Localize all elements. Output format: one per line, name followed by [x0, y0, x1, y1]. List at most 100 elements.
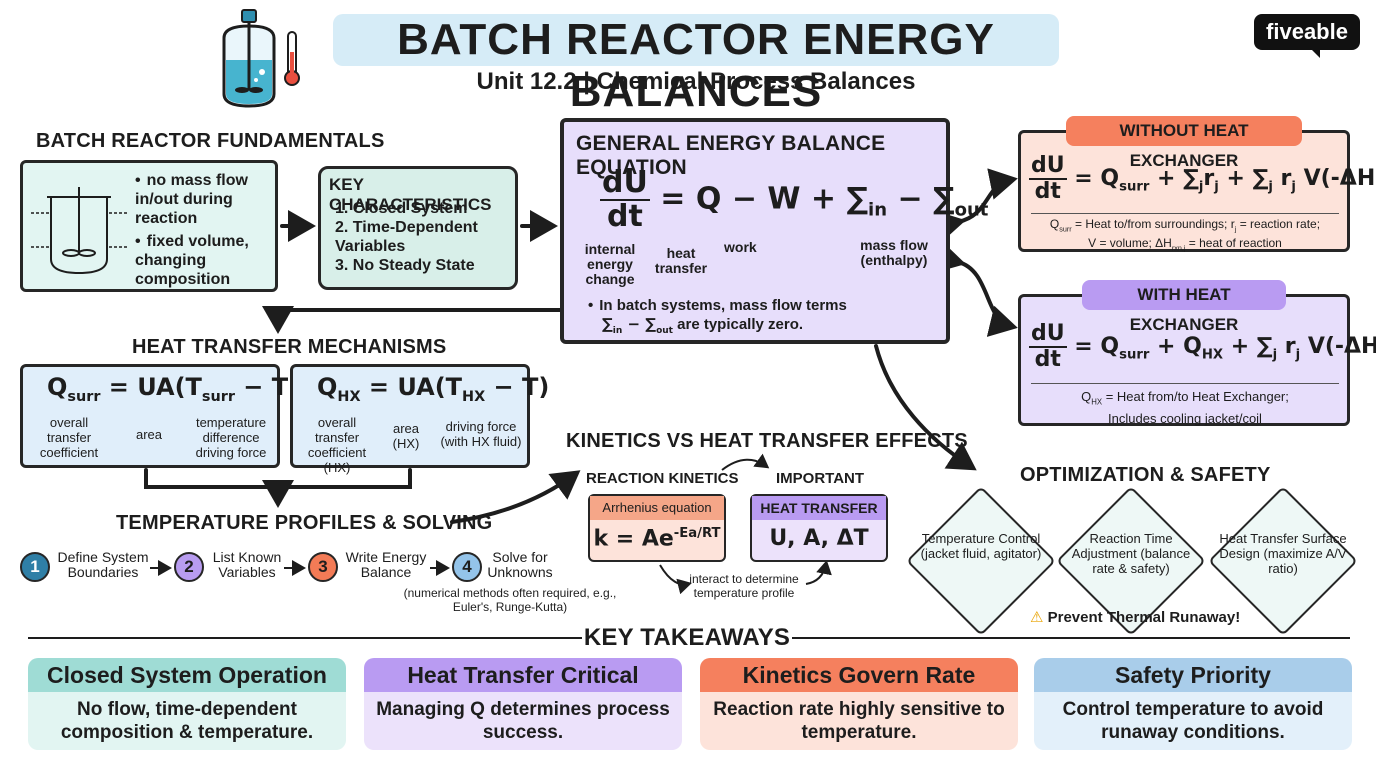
kinetics-right-label: IMPORTANT [776, 470, 865, 487]
warning-icon: ⚠ [1030, 609, 1044, 626]
key-item-1: 1. Closed System [335, 200, 468, 217]
reactor-thermometer-icon [222, 9, 300, 108]
step-2-label: List Known Variables [212, 549, 282, 580]
key-characteristics-box: KEY CHARACTERISTICS 1. Closed System 2. … [318, 166, 518, 290]
step-2-number: 2 [174, 552, 204, 582]
with-hx-note: QHX = Heat from/to Heat Exchanger; Inclu… [1025, 389, 1345, 427]
warning-text: Prevent Thermal Runaway! [1047, 609, 1241, 626]
q-surr-label-temp: temperature difference driving force [195, 415, 267, 460]
q-surr-label-area: area [135, 427, 163, 442]
label-mass-flow: mass flow (enthalpy) [860, 237, 928, 268]
page-subtitle: Unit 12.2 | Chemical Process Balances [476, 68, 916, 95]
kinetics-left-label: REACTION KINETICS [586, 470, 739, 487]
arrow-eq-without-hx [935, 168, 1018, 242]
arrow-eq-to-heat [262, 306, 562, 334]
without-hx-note-2: V = volume; ΔH [1088, 236, 1172, 251]
takeaway-1-body: No flow, time-dependent composition & te… [28, 692, 346, 750]
general-eq-note: In batch systems, mass flow terms ∑in − … [588, 296, 938, 341]
fundamentals-box: no mass flow in/out during reaction fixe… [20, 160, 278, 292]
with-hx-heading: WITH HEAT EXCHANGER [1082, 280, 1286, 334]
with-hx-divider [1031, 383, 1339, 384]
arrow-kinetics-top [721, 453, 770, 471]
with-hx-note-1: = Heat from/to Heat Exchanger; [1105, 389, 1289, 404]
takeaway-1-title: Closed System Operation [28, 658, 346, 692]
general-eq-note-line-1: In batch systems, mass flow terms [599, 297, 847, 314]
without-hx-note: Qsurr = Heat to/from surroundings; rj = … [1049, 217, 1321, 253]
general-eq-heading: GENERAL ENERGY BALANCE EQUATION [576, 132, 886, 179]
heat-transfer-heading: HEAT TRANSFER MECHANISMS [132, 336, 447, 358]
without-hx-divider [1031, 213, 1339, 214]
page-title: BATCH REACTOR ENERGY BALANCES [397, 15, 995, 116]
arrow-eq-with-hx [934, 241, 1018, 337]
without-hx-note-1b: = reaction rate; [1239, 217, 1321, 231]
brand-logo-text: fiveable [1266, 19, 1348, 44]
takeaway-2-title: Heat Transfer Critical [364, 658, 682, 692]
q-hx-label-coef: overall transfer coefficient (HX) [307, 415, 367, 475]
q-hx-equation: QHX = UA(THX − T) [317, 373, 550, 405]
heat-transfer-params: U, A, ΔT [769, 526, 869, 551]
takeaway-card-3: Kinetics Govern Rate Reaction rate highl… [700, 658, 1018, 750]
optimization-heading: OPTIMIZATION & SAFETY [1020, 464, 1271, 486]
q-hx-box: QHX = UA(THX − T) overall transfer coeff… [290, 364, 549, 475]
step-3-label: Write Energy Balance [345, 549, 427, 580]
brand-logo-tail [1310, 48, 1320, 58]
takeaway-4-title: Safety Priority [1034, 658, 1352, 692]
heat-transfer-box: HEAT TRANSFER U, A, ΔT [750, 494, 888, 562]
brand-logo[interactable]: fiveable [1254, 14, 1360, 50]
profiles-heading: TEMPERATURE PROFILES & SOLVING [116, 512, 493, 534]
label-internal-energy: internal energy change [584, 241, 636, 287]
general-eq-note-line-2: are typically zero. [677, 316, 804, 333]
takeaways-heading: KEY TAKEAWAYS [583, 624, 791, 651]
arrhenius-equation: k = Ae-Ea/RT [593, 526, 721, 552]
label-work: work [724, 239, 757, 255]
kinetics-interact-note: interact to determine temperature profil… [689, 572, 799, 600]
profiles-note: (numerical methods often required, e.g.,… [403, 586, 617, 614]
fundamentals-bullet-2: fixed volume, changing composition [135, 232, 275, 289]
title-band [333, 14, 1059, 66]
arrow-profiles-to-kinetics [450, 470, 581, 524]
takeaway-2-body: Managing Q determines process success. [364, 692, 682, 750]
arrow-kinetics-bottom-right [805, 560, 832, 585]
q-hx-label-area: area (HX) [392, 421, 420, 451]
q-surr-box: Qsurr = UA(Tsurr − T) overall transfer c… [20, 364, 299, 468]
takeaway-3-body: Reaction rate highly sensitive to temper… [700, 692, 1018, 750]
opt-item-2: Reaction Time Adjustment (balance rate &… [1071, 531, 1191, 576]
arrhenius-box: Arrhenius equation k = Ae-Ea/RT [588, 494, 726, 562]
q-hx-label-temp: driving force (with HX fluid) [440, 419, 522, 449]
key-characteristics-heading: KEY CHARACTERISTICS [329, 175, 492, 214]
q-surr-label-coef: overall transfer coefficient [39, 415, 99, 460]
step-4-number: 4 [452, 552, 482, 582]
fundamentals-bullet-1: no mass flow in/out during reaction [135, 171, 275, 228]
step-1-label: Define System Boundaries [57, 549, 149, 580]
arrow-kinetics-bottom-left [659, 564, 692, 595]
takeaway-card-2: Heat Transfer Critical Managing Q determ… [364, 658, 682, 750]
q-surr-equation: Qsurr = UA(Tsurr − T) [47, 373, 300, 405]
without-hx-note-1: = Heat to/from surroundings; r [1074, 217, 1235, 231]
arrow-eq-to-opt [874, 344, 977, 471]
label-heat-transfer: heat transfer [654, 245, 708, 276]
takeaway-card-4: Safety Priority Control temperature to a… [1034, 658, 1352, 750]
key-item-3: 3. No Steady State [335, 257, 475, 274]
without-hx-note-2b: = heat of reaction [1188, 236, 1282, 251]
step-1-number: 1 [20, 552, 50, 582]
takeaway-4-body: Control temperature to avoid runaway con… [1034, 692, 1352, 750]
opt-item-1: Temperature Control (jacket fluid, agita… [920, 531, 1042, 561]
kinetics-heading: KINETICS VS HEAT TRANSFER EFFECTS [566, 430, 968, 452]
sum-in-out-symbol: ∑in − ∑out [602, 315, 673, 336]
reactor-vessel-icon [31, 187, 127, 275]
arrhenius-title: Arrhenius equation [590, 496, 724, 520]
fundamentals-heading: BATCH REACTOR FUNDAMENTALS [36, 130, 385, 152]
takeaway-card-1: Closed System Operation No flow, time-de… [28, 658, 346, 750]
step-4-label: Solve for Unknowns [487, 549, 553, 580]
warning-row: ⚠ Prevent Thermal Runaway! [1030, 608, 1240, 626]
takeaway-3-title: Kinetics Govern Rate [700, 658, 1018, 692]
heat-transfer-title: HEAT TRANSFER [752, 496, 886, 520]
without-hx-heading: WITHOUT HEAT EXCHANGER [1066, 116, 1302, 170]
